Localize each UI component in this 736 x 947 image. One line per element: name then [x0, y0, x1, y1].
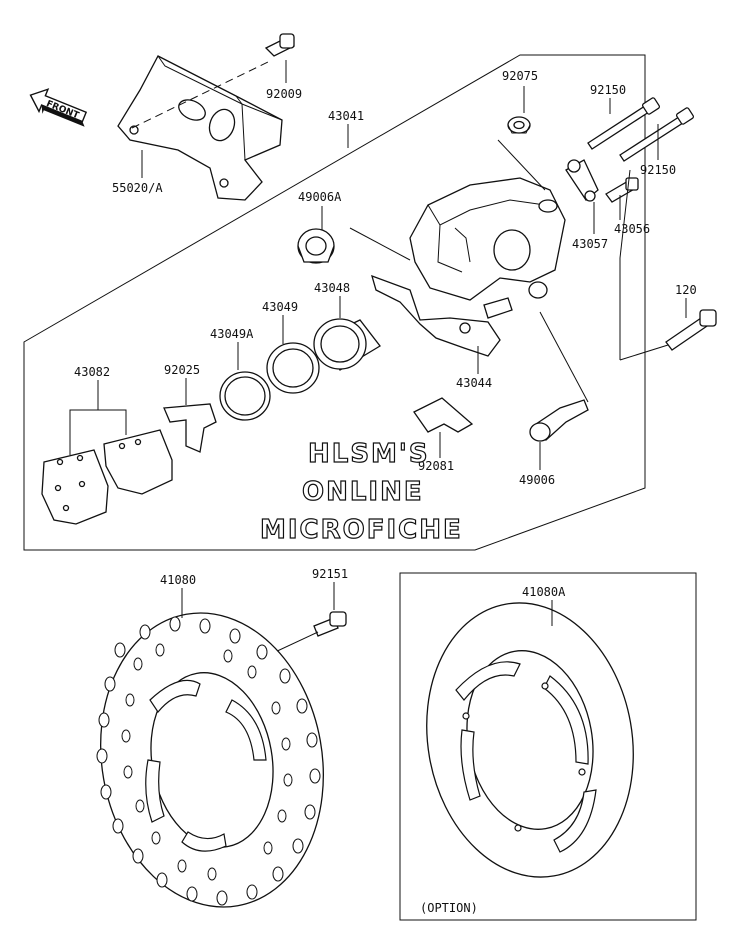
pin-92150-lower — [619, 107, 695, 162]
seal-49006a — [297, 228, 335, 264]
pad-spring-92025 — [163, 403, 217, 453]
label-92150-lower: 92150 — [640, 163, 676, 177]
bolt-92009 — [264, 33, 296, 57]
watermark-line-2: ONLINE — [302, 477, 424, 507]
bolt-92151 — [313, 611, 347, 637]
label-43056: 43056 — [614, 222, 650, 236]
caliper-holder-43044 — [371, 274, 513, 357]
label-92025: 92025 — [164, 363, 200, 377]
watermark-line-3: MICROFICHE — [260, 515, 463, 545]
label-43049: 43049 — [262, 300, 298, 314]
caliper-bracket — [117, 55, 283, 201]
leader-lines — [97, 60, 687, 610]
bushing-92075 — [507, 116, 531, 134]
label-43049a: 43049A — [210, 327, 254, 341]
label-92081: 92081 — [418, 459, 454, 473]
label-92151: 92151 — [312, 567, 348, 581]
label-43044: 43044 — [456, 376, 492, 390]
front-arrow-icon: FRONT — [29, 88, 88, 127]
option-label: (OPTION) — [420, 901, 478, 915]
pin-92150-upper — [587, 97, 661, 150]
label-120: 120 — [675, 283, 697, 297]
label-92150-upper: 92150 — [590, 83, 626, 97]
label-41080: 41080 — [160, 573, 196, 587]
piston-43048 — [313, 318, 381, 371]
brake-disc-41080 — [96, 612, 324, 908]
brake-pad-outer — [103, 429, 173, 495]
label-43048: 43048 — [314, 281, 350, 295]
label-43057: 43057 — [572, 237, 608, 251]
assembly-frame — [23, 54, 646, 551]
option-frame — [399, 572, 697, 921]
label-41080a: 41080A — [522, 585, 566, 599]
caliper-body — [409, 177, 566, 301]
bolt-49006 — [529, 399, 589, 442]
watermark-line-1: HLSM'S — [308, 439, 430, 469]
bleeder-valve-43056 — [605, 177, 639, 203]
label-92009: 92009 — [266, 87, 302, 101]
label-92075: 92075 — [502, 69, 538, 83]
brake-pad-inner — [41, 449, 109, 525]
label-43082: 43082 — [74, 365, 110, 379]
pad-guide-92081 — [413, 397, 474, 433]
label-55020a: 55020/A — [112, 181, 163, 195]
label-43041: 43041 — [328, 109, 364, 123]
label-49006: 49006 — [519, 473, 555, 487]
bolt-120 — [665, 309, 717, 351]
seal-ring-43049 — [266, 342, 320, 394]
brake-disc-41080a — [426, 602, 634, 878]
link-43057 — [565, 159, 599, 202]
seal-ring-43049a — [219, 371, 271, 421]
label-49006a: 49006A — [298, 190, 342, 204]
